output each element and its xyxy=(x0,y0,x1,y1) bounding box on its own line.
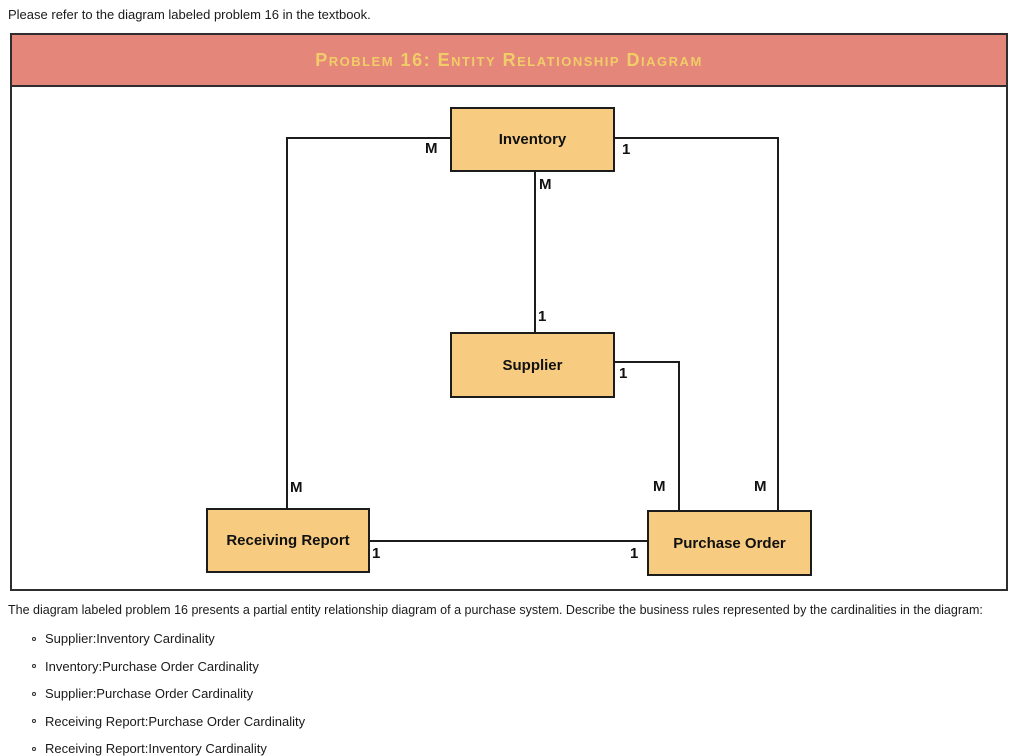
cardinality-purchase-order-top-outer: M xyxy=(754,478,767,495)
connector-supplier-purchaseorder-vertical xyxy=(678,361,680,510)
cardinality-question-list: Supplier:Inventory Cardinality Inventory… xyxy=(32,631,305,756)
list-item-label: Inventory:Purchase Order Cardinality xyxy=(45,658,259,674)
entity-receiving-report-label: Receiving Report xyxy=(226,532,350,549)
entity-receiving-report: Receiving Report xyxy=(206,508,370,573)
connector-inventory-receivingreport-vertical xyxy=(286,137,288,508)
entity-inventory-label: Inventory xyxy=(498,131,567,148)
connector-inventory-purchaseorder-vertical xyxy=(777,137,779,510)
cardinality-purchase-order-left: 1 xyxy=(630,545,639,562)
bullet-icon xyxy=(32,664,36,668)
connector-supplier-purchaseorder-horizontal xyxy=(615,361,679,363)
connector-receivingreport-purchaseorder xyxy=(370,540,647,542)
entity-inventory: Inventory xyxy=(450,107,615,172)
question-text: The diagram labeled problem 16 presents … xyxy=(8,603,983,617)
entity-purchase-order: Purchase Order xyxy=(647,510,812,576)
list-item: Receiving Report:Purchase Order Cardinal… xyxy=(32,714,305,729)
list-item-label: Supplier:Purchase Order Cardinality xyxy=(45,686,254,701)
connector-inventory-receivingreport-horizontal xyxy=(287,137,450,139)
connector-inventory-supplier xyxy=(534,172,536,332)
problem-panel: Problem 16: Entity Relationship Diagram … xyxy=(10,33,1008,591)
list-item: Inventory:Purchase Order Cardinality xyxy=(32,659,305,674)
cardinality-receiving-report-right: 1 xyxy=(372,545,381,562)
bullet-icon xyxy=(32,746,36,751)
panel-header: Problem 16: Entity Relationship Diagram xyxy=(12,35,1006,87)
cardinality-purchase-order-top-inner: M xyxy=(653,478,666,495)
list-item-label: Receiving Report:Purchase Order Cardinal… xyxy=(45,713,306,729)
cardinality-inventory-bottom: M xyxy=(539,176,552,193)
entity-purchase-order-label: Purchase Order xyxy=(673,534,786,552)
bullet-icon xyxy=(32,636,36,641)
cardinality-receiving-report-top: M xyxy=(290,479,303,496)
bullet-icon xyxy=(32,691,36,696)
entity-supplier-label: Supplier xyxy=(502,356,563,374)
list-item: Supplier:Inventory Cardinality xyxy=(32,631,305,646)
cardinality-inventory-right: 1 xyxy=(622,141,631,158)
cardinality-supplier-right: 1 xyxy=(619,365,628,382)
connector-inventory-purchaseorder-horizontal xyxy=(615,137,778,139)
list-item-label: Supplier:Inventory Cardinality xyxy=(45,631,215,646)
bullet-icon xyxy=(32,719,36,723)
entity-supplier: Supplier xyxy=(450,332,615,398)
er-diagram-canvas: Inventory Supplier Receiving Report Purc… xyxy=(12,87,1006,589)
panel-title: Problem 16: Entity Relationship Diagram xyxy=(315,49,703,70)
list-item: Supplier:Purchase Order Cardinality xyxy=(32,686,305,701)
intro-text: Please refer to the diagram labeled prob… xyxy=(8,7,371,22)
cardinality-inventory-left: M xyxy=(425,140,438,157)
list-item: Receiving Report:Inventory Cardinality xyxy=(32,741,305,756)
list-item-label: Receiving Report:Inventory Cardinality xyxy=(45,741,267,756)
cardinality-supplier-top: 1 xyxy=(538,308,547,325)
